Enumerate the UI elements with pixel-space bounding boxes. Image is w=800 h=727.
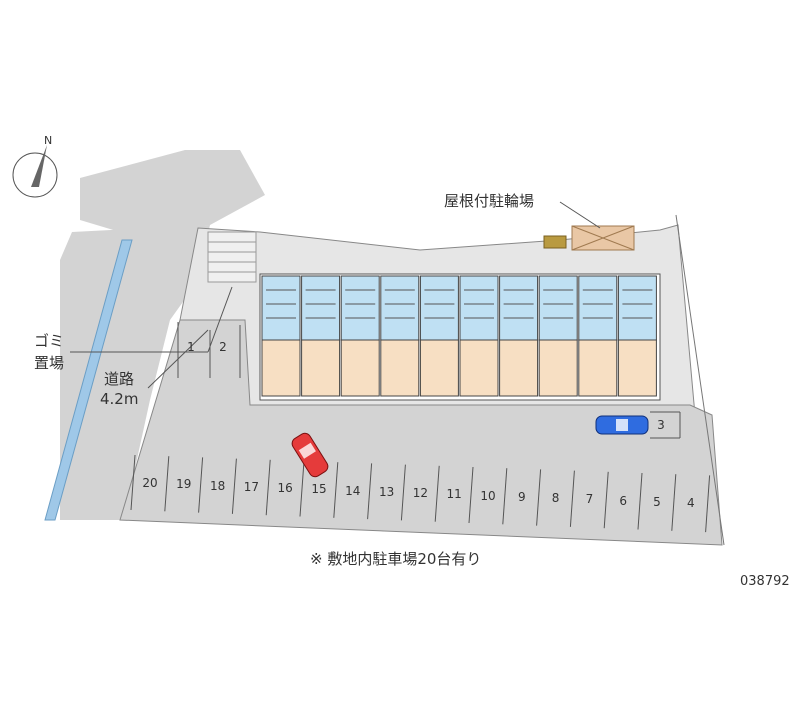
stall-divider <box>130 454 136 511</box>
stall-divider <box>502 468 508 525</box>
parking-space-15: 15 <box>311 482 327 497</box>
parking-space-7: 7 <box>585 492 594 507</box>
stall-divider <box>705 475 711 533</box>
unit-10 <box>617 275 657 397</box>
bike-parking-label: 屋根付駐輪場 <box>444 192 535 210</box>
map-id: 038792 <box>740 574 790 589</box>
parking-space-20: 20 <box>142 476 158 490</box>
parking-space-8: 8 <box>551 491 560 505</box>
parking-lot <box>119 319 723 546</box>
unit-5 <box>419 275 459 397</box>
parking-left <box>177 322 241 378</box>
compass-north-label: N <box>44 134 53 147</box>
parking-space-6: 6 <box>619 493 627 508</box>
car-red <box>291 432 329 478</box>
building-units <box>261 275 657 397</box>
unit-6 <box>459 275 499 397</box>
road-label-line2: 4.2m <box>100 390 139 408</box>
parking-space-12: 12 <box>412 486 429 500</box>
parking-space-19: 19 <box>176 477 192 492</box>
parking-space-10: 10 <box>480 488 496 503</box>
stall-divider <box>333 462 339 518</box>
stall-divider <box>231 458 237 514</box>
parking-note: ※ 敷地内駐車場20台有り <box>310 550 482 568</box>
parking-stall-lines <box>130 454 711 533</box>
parking-space-14: 14 <box>345 483 361 498</box>
stall-divider <box>164 456 170 512</box>
stairs <box>207 231 257 283</box>
road-upper <box>80 150 265 232</box>
garbage-label-line2: 置場 <box>34 354 65 372</box>
unit-8 <box>538 275 578 397</box>
parking-space-3: 3 <box>657 418 665 432</box>
bike-parking-icon <box>543 235 567 249</box>
parking-space-2: 2 <box>219 340 227 354</box>
parking-space-17: 17 <box>243 479 260 494</box>
stall-divider <box>400 464 406 521</box>
road-label-line1: 道路 <box>104 370 135 388</box>
stall-divider <box>569 470 575 527</box>
unit-7 <box>499 275 539 397</box>
parking-space-5: 5 <box>653 494 661 509</box>
stall-divider <box>671 474 677 531</box>
stall-divider <box>299 460 305 517</box>
parking-space-11: 11 <box>446 487 462 502</box>
unit-1 <box>261 275 301 397</box>
stall-divider <box>265 459 271 516</box>
stall-divider <box>637 472 643 530</box>
stall-divider <box>367 463 373 520</box>
car-blue <box>595 415 649 435</box>
stall-divider <box>468 466 474 524</box>
parking-space-9: 9 <box>517 489 526 504</box>
unit-4 <box>380 275 420 397</box>
garbage-label-line1: ゴミ <box>34 332 65 350</box>
stall-divider <box>434 465 440 522</box>
stall-divider <box>603 471 609 529</box>
unit-3 <box>340 275 380 397</box>
compass-icon <box>12 145 58 198</box>
parking-space-13: 13 <box>378 484 395 499</box>
unit-9 <box>578 275 618 397</box>
parking-space-4: 4 <box>686 496 695 510</box>
water-channel <box>44 239 133 521</box>
parking-space-18: 18 <box>209 478 226 493</box>
unit-2 <box>301 275 341 397</box>
stall-divider <box>536 469 542 526</box>
parking-space-16: 16 <box>277 481 293 495</box>
stall-divider <box>198 457 204 513</box>
road-left <box>60 225 210 520</box>
parking-space-1: 1 <box>187 340 195 354</box>
parking-right <box>650 411 681 439</box>
site-boundary-right <box>675 214 725 546</box>
